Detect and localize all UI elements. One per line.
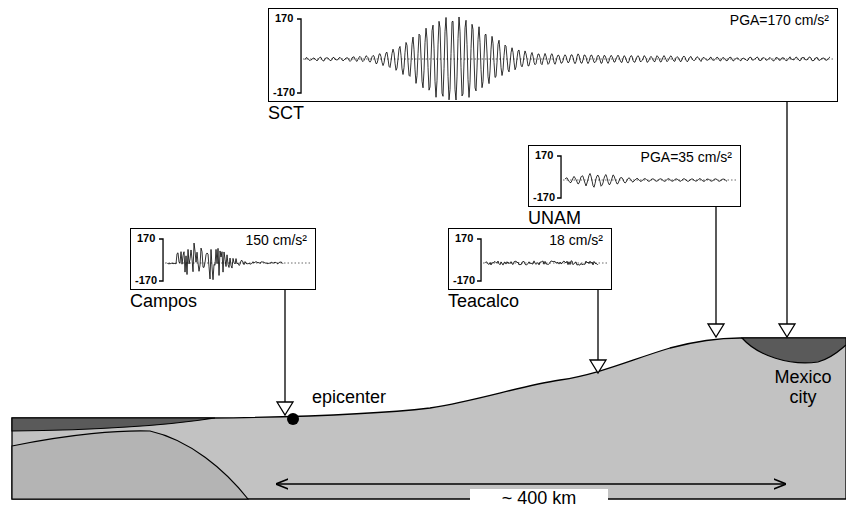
ground-body bbox=[12, 338, 846, 499]
amplitude-axis bbox=[297, 19, 301, 93]
seismogram-box: 170-17018 cm/s²Teacalco bbox=[448, 228, 612, 290]
axis-max: 170 bbox=[455, 232, 473, 244]
axis-max: 170 bbox=[275, 12, 293, 24]
station-name: UNAM bbox=[528, 209, 581, 229]
station-name: SCT bbox=[268, 104, 304, 124]
axis-max: 170 bbox=[535, 149, 553, 161]
station-name: Teacalco bbox=[448, 292, 519, 312]
lower-layer bbox=[12, 431, 248, 499]
amplitude-axis bbox=[159, 239, 163, 281]
seismogram-box: 170-170PGA=35 cm/s²UNAM bbox=[528, 145, 741, 207]
seismogram-box: 170-170150 cm/s²Campos bbox=[130, 228, 316, 290]
zero-line bbox=[303, 59, 833, 60]
pga-value: PGA=170 cm/s² bbox=[730, 13, 829, 28]
epicenter-dot bbox=[287, 413, 299, 425]
axis-min: -170 bbox=[453, 274, 475, 286]
city-label: Mexico city bbox=[768, 368, 838, 408]
axis-min: -170 bbox=[533, 191, 555, 203]
epicenter-label: epicenter bbox=[312, 388, 386, 408]
distance-label: ~ 400 km bbox=[470, 489, 608, 509]
seismogram-trace bbox=[485, 261, 598, 265]
sediment-layer bbox=[12, 418, 215, 431]
distance-arrow bbox=[277, 483, 785, 484]
seismogram-box: 170-170PGA=170 cm/s²SCT bbox=[268, 8, 838, 102]
seismogram-trace bbox=[305, 17, 830, 100]
amplitude-axis bbox=[557, 156, 561, 198]
pga-value: 150 cm/s² bbox=[246, 233, 307, 248]
seismogram-trace bbox=[565, 174, 727, 188]
axis-min: -170 bbox=[273, 86, 295, 98]
station-name: Campos bbox=[130, 292, 197, 312]
pga-value: 18 cm/s² bbox=[549, 233, 603, 248]
valley-basin bbox=[742, 338, 846, 363]
pga-value: PGA=35 cm/s² bbox=[641, 150, 732, 165]
axis-min: -170 bbox=[135, 274, 157, 286]
seismogram-trace bbox=[167, 243, 283, 280]
station-pointers bbox=[277, 102, 795, 415]
amplitude-axis bbox=[477, 239, 481, 281]
axis-max: 170 bbox=[137, 232, 155, 244]
